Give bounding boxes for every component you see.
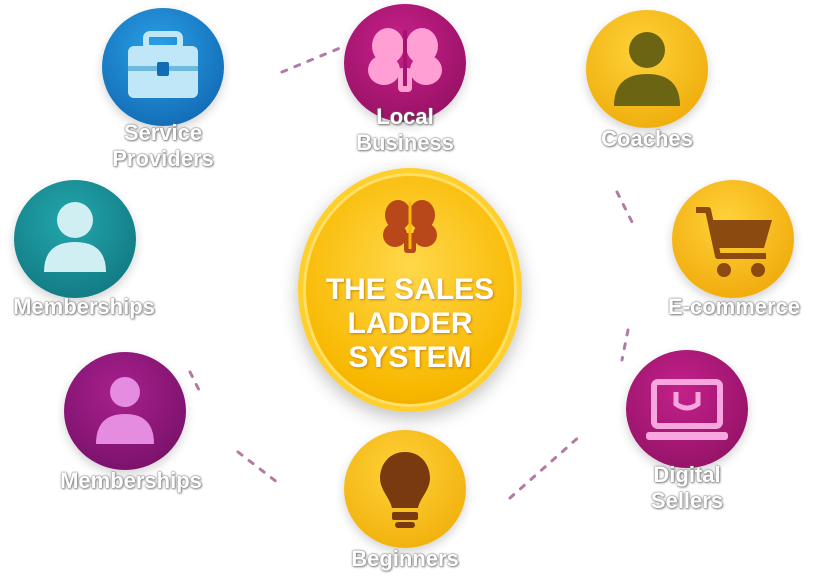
node-digital-sellers[interactable] bbox=[626, 350, 748, 468]
center-title: THE SALES LADDER SYSTEM bbox=[325, 273, 495, 374]
connector-membership-beginners bbox=[236, 450, 284, 488]
label-beginners: Beginners bbox=[351, 546, 459, 571]
label-ecommerce: E-commerce bbox=[667, 294, 801, 319]
label-coaches: Coaches bbox=[601, 126, 693, 151]
node-ecommerce[interactable] bbox=[672, 180, 794, 298]
lightbulb-icon bbox=[380, 452, 430, 528]
person-icon bbox=[44, 202, 106, 272]
briefcase-icon bbox=[128, 31, 198, 98]
label-service-providers: Service Providers bbox=[112, 120, 214, 171]
person-icon bbox=[614, 32, 680, 106]
brain-icon bbox=[368, 28, 442, 92]
cart-icon bbox=[696, 207, 772, 277]
connector-service-local bbox=[280, 46, 342, 74]
node-local-business[interactable] bbox=[344, 4, 466, 122]
node-coaches[interactable] bbox=[586, 10, 708, 128]
brain-icon bbox=[383, 200, 437, 253]
label-memberships-teal: Memberships bbox=[13, 294, 155, 319]
label-memberships-purple: Memberships bbox=[60, 468, 202, 493]
person-icon bbox=[96, 377, 154, 444]
connector-ecommerce-digital bbox=[620, 328, 630, 362]
node-memberships-purple[interactable] bbox=[64, 352, 186, 470]
node-beginners[interactable] bbox=[344, 430, 466, 548]
connector-coaches-ecommerce bbox=[615, 190, 634, 224]
node-service-providers[interactable] bbox=[102, 8, 224, 126]
label-local-business: Local Business bbox=[356, 104, 454, 155]
connector-membership-left bbox=[188, 370, 202, 394]
label-digital-sellers: Digital Sellers bbox=[650, 462, 724, 513]
laptop-icon bbox=[646, 379, 728, 440]
connector-digital-beginners bbox=[508, 434, 582, 500]
center-sales-ladder[interactable]: THE SALES LADDER SYSTEM bbox=[298, 168, 522, 412]
node-memberships-teal[interactable] bbox=[14, 180, 136, 298]
